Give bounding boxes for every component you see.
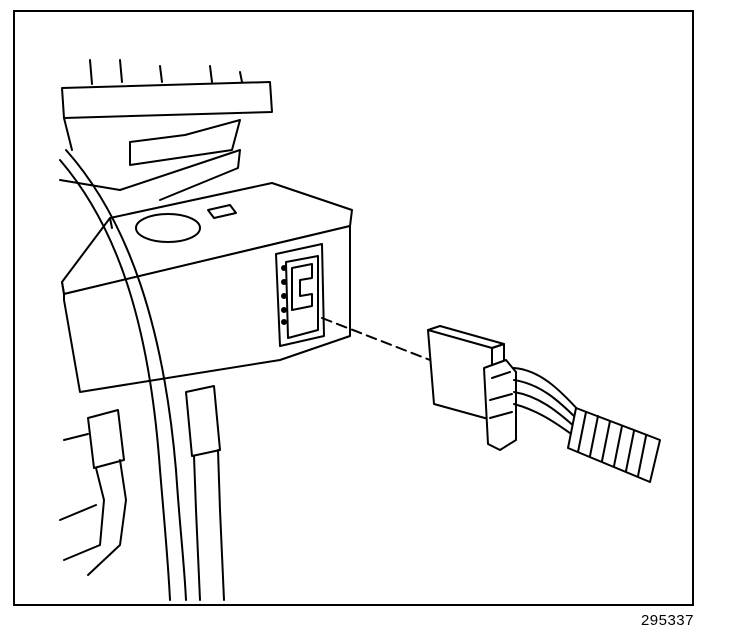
wiring-harness-icon — [567, 407, 661, 483]
top-slot — [207, 204, 237, 219]
alignment-line — [321, 317, 431, 361]
column-cable — [59, 149, 187, 601]
module-socket — [275, 243, 325, 347]
lower-wiring — [59, 385, 225, 601]
upper-column-assembly — [59, 59, 273, 201]
connector-plug — [427, 325, 581, 451]
wiring-harness — [567, 407, 661, 483]
figure-id-label: 295337 — [640, 612, 694, 629]
top-round-opening — [135, 213, 201, 243]
